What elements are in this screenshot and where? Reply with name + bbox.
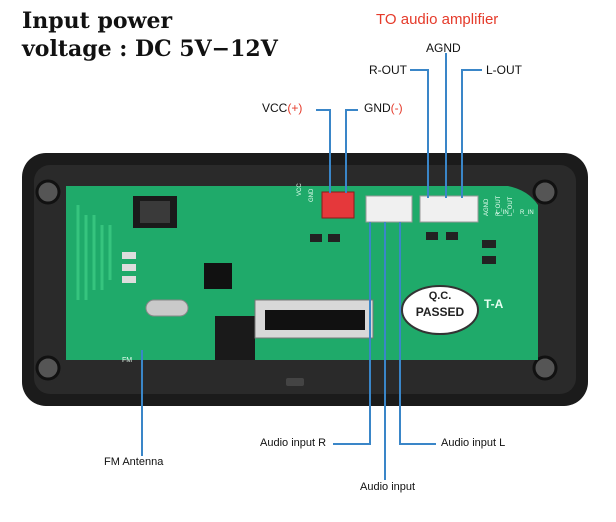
r-out-label: R-OUT (369, 63, 407, 77)
audio-out-connector (419, 195, 479, 223)
frame-notch (286, 378, 304, 386)
audio-in-r-leader (333, 222, 371, 445)
mount-hole (532, 179, 558, 205)
lout-leader (461, 69, 482, 198)
silk-ta: T-A (484, 297, 504, 311)
regulator-body (140, 201, 170, 223)
audio-in-l-leader (399, 222, 436, 445)
agnd-label: AGND (426, 41, 461, 55)
gnd-label: GND(-) (364, 101, 403, 115)
power-connector (321, 191, 355, 219)
l-out-label: L-OUT (486, 63, 522, 77)
qc-stamp-line1: Q.C. (428, 290, 452, 302)
vcc-leader (316, 109, 331, 193)
main-chip (204, 263, 232, 289)
mount-hole (35, 355, 61, 381)
vcc-sign: (+) (287, 101, 303, 115)
smd-part (122, 252, 136, 259)
vcc-label: VCC(+) (262, 101, 302, 115)
silk-vcc: VCC (297, 183, 303, 196)
smd-part (328, 234, 340, 242)
smd-part (482, 240, 496, 248)
silk-lout: L_OUT (508, 196, 514, 216)
antenna-trace (76, 205, 112, 300)
mount-hole (532, 355, 558, 381)
smd-part (446, 232, 458, 240)
sd-slot-opening (265, 310, 365, 330)
smd-part (482, 256, 496, 264)
audio-input-label: Audio input (360, 481, 416, 493)
qc-stamp-line2: PASSED (415, 305, 465, 319)
silk-rin: R_IN (520, 210, 534, 216)
amplifier-title: TO audio amplifier (376, 11, 499, 28)
power-title-line2: voltage : DC 5V−12V (22, 36, 278, 62)
gnd-text: GND (364, 101, 391, 115)
smd-part (122, 264, 136, 271)
audio-in-connector (365, 195, 413, 223)
smd-part (310, 234, 322, 242)
gnd-leader (345, 109, 358, 193)
sd-slot-body (215, 316, 255, 360)
smd-part (122, 276, 136, 283)
audio-input-l-label: Audio input L (441, 437, 506, 449)
silk-gnd: GND (309, 188, 315, 202)
mount-hole (35, 179, 61, 205)
crystal (145, 299, 189, 317)
qc-stamp (401, 285, 479, 335)
gnd-sign: (-) (390, 101, 403, 115)
fm-antenna-label: FM Antenna (104, 456, 164, 468)
smd-part (426, 232, 438, 240)
silk-lin: L_IN (496, 210, 509, 216)
leader-lines (141, 53, 482, 480)
audio-input-r-label: Audio input R (260, 437, 327, 449)
rout-leader (410, 69, 429, 198)
silk-agnd: AGND (484, 198, 490, 216)
power-title-line1: Input power (22, 8, 173, 34)
silk-fm: FM (122, 357, 133, 364)
vcc-text: VCC (262, 101, 288, 115)
